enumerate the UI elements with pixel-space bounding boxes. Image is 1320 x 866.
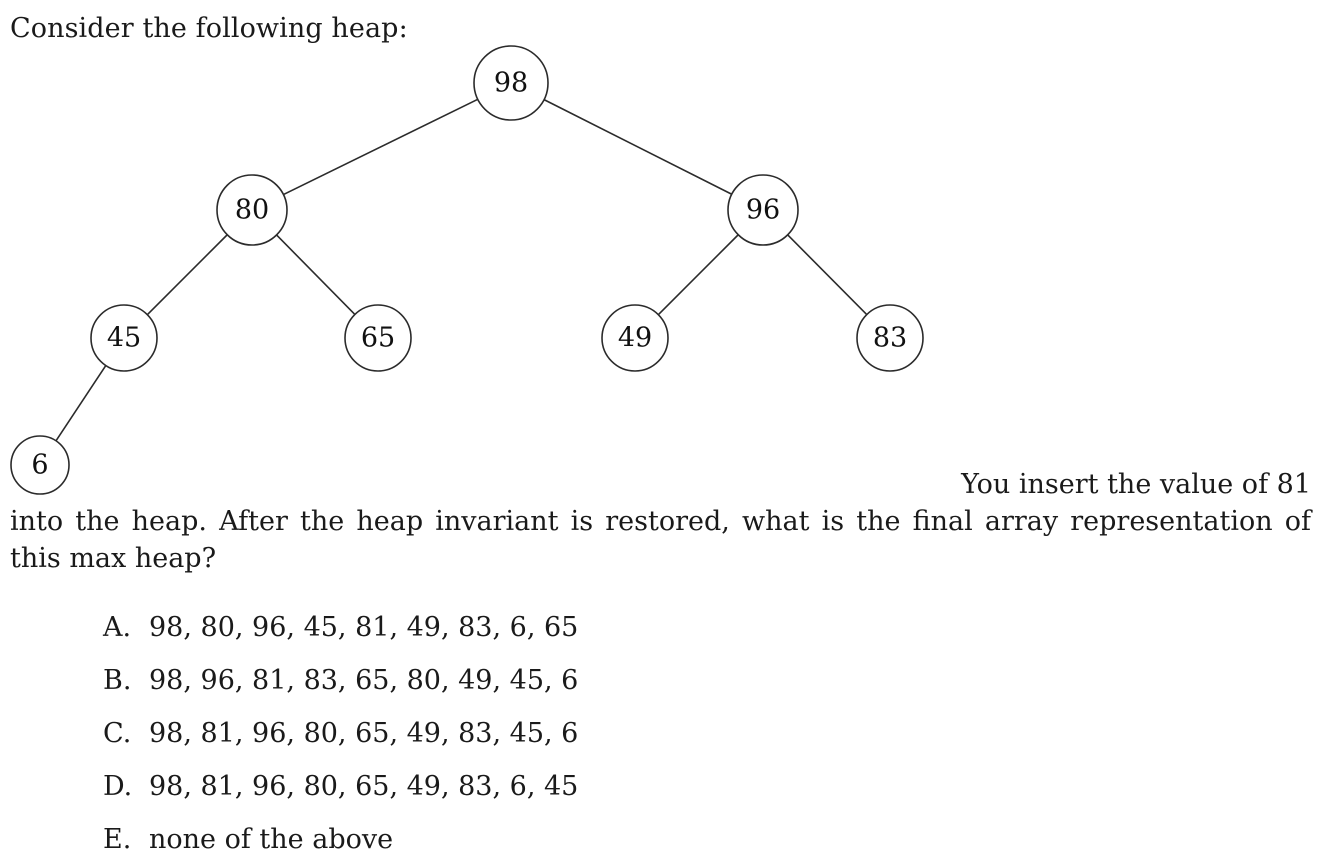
answer-choice-text: 98, 81, 96, 80, 65, 49, 83, 45, 6 — [149, 718, 579, 749]
answer-choice-text: 98, 81, 96, 80, 65, 49, 83, 6, 45 — [149, 771, 579, 802]
tree-node-label: 83 — [873, 323, 907, 354]
tree-edge-98-80 — [283, 98, 479, 196]
answer-choice-d[interactable]: D. 98, 81, 96, 80, 65, 49, 83, 6, 45 — [103, 760, 1203, 813]
tree-node-label: 96 — [746, 195, 780, 226]
tree-node-6: 6 — [10, 435, 70, 495]
answer-choice-letter: E. — [103, 824, 132, 855]
answer-choice-a[interactable]: A. 98, 80, 96, 45, 81, 49, 83, 6, 65 — [103, 601, 1203, 654]
answer-choice-letter: D. — [103, 771, 133, 802]
heap-tree-figure: 98 80 96 45 65 49 83 6 — [10, 45, 924, 495]
tree-edge-96-83 — [787, 234, 868, 316]
question-text: You insert the value of 81 into the heap… — [10, 466, 1311, 577]
answer-choice-b[interactable]: B. 98, 96, 81, 83, 65, 80, 49, 45, 6 — [103, 654, 1203, 707]
tree-node-49: 49 — [601, 304, 669, 372]
tree-node-circle — [473, 45, 549, 121]
tree-node-circle — [10, 435, 70, 495]
answer-choice-c[interactable]: C. 98, 81, 96, 80, 65, 49, 83, 45, 6 — [103, 707, 1203, 760]
question-body-text: into the heap. After the heap invariant … — [10, 506, 1311, 574]
tree-node-circle — [344, 304, 412, 372]
answer-choice-list: A. 98, 80, 96, 45, 81, 49, 83, 6, 65 B. 98,… — [103, 601, 1203, 866]
tree-node-label: 49 — [618, 323, 652, 354]
answer-choice-e[interactable]: E. none of the above — [103, 813, 1203, 866]
tree-edge-group — [55, 98, 868, 442]
tree-node-label: 80 — [235, 195, 269, 226]
answer-choice-text: none of the above — [149, 824, 394, 855]
tree-edge-98-96 — [543, 98, 733, 195]
question-tail-line: You insert the value of 81 — [961, 469, 1311, 500]
answer-choice-text: 98, 80, 96, 45, 81, 49, 83, 6, 65 — [149, 612, 579, 643]
tree-node-circle — [216, 174, 288, 246]
tree-node-circle — [90, 304, 158, 372]
tree-edge-80-45 — [146, 234, 228, 316]
answer-choice-text: 98, 96, 81, 83, 65, 80, 49, 45, 6 — [149, 665, 579, 696]
tree-node-45: 45 — [90, 304, 158, 372]
tree-node-label: 45 — [107, 323, 141, 354]
tree-node-98: 98 — [473, 45, 549, 121]
answer-choice-letter: A. — [103, 612, 132, 643]
tree-node-label: 6 — [31, 450, 48, 481]
tree-node-circle — [727, 174, 799, 246]
tree-node-label: 98 — [494, 68, 528, 99]
tree-edge-45-6 — [55, 365, 107, 442]
tree-node-circle — [856, 304, 924, 372]
tree-edge-80-65 — [275, 234, 356, 316]
answer-choice-letter: B. — [103, 665, 132, 696]
tree-node-group: 98 80 96 45 65 49 83 6 — [10, 45, 924, 495]
tree-node-65: 65 — [344, 304, 412, 372]
answer-choice-letter: C. — [103, 718, 132, 749]
tree-edge-96-49 — [657, 234, 739, 316]
tree-node-96: 96 — [727, 174, 799, 246]
tree-node-83: 83 — [856, 304, 924, 372]
heap-tree-svg: 98 80 96 45 65 49 83 6 — [10, 45, 924, 495]
tree-node-label: 65 — [361, 323, 395, 354]
page-title: Consider the following heap: — [10, 13, 408, 44]
tree-node-80: 80 — [216, 174, 288, 246]
tree-node-circle — [601, 304, 669, 372]
